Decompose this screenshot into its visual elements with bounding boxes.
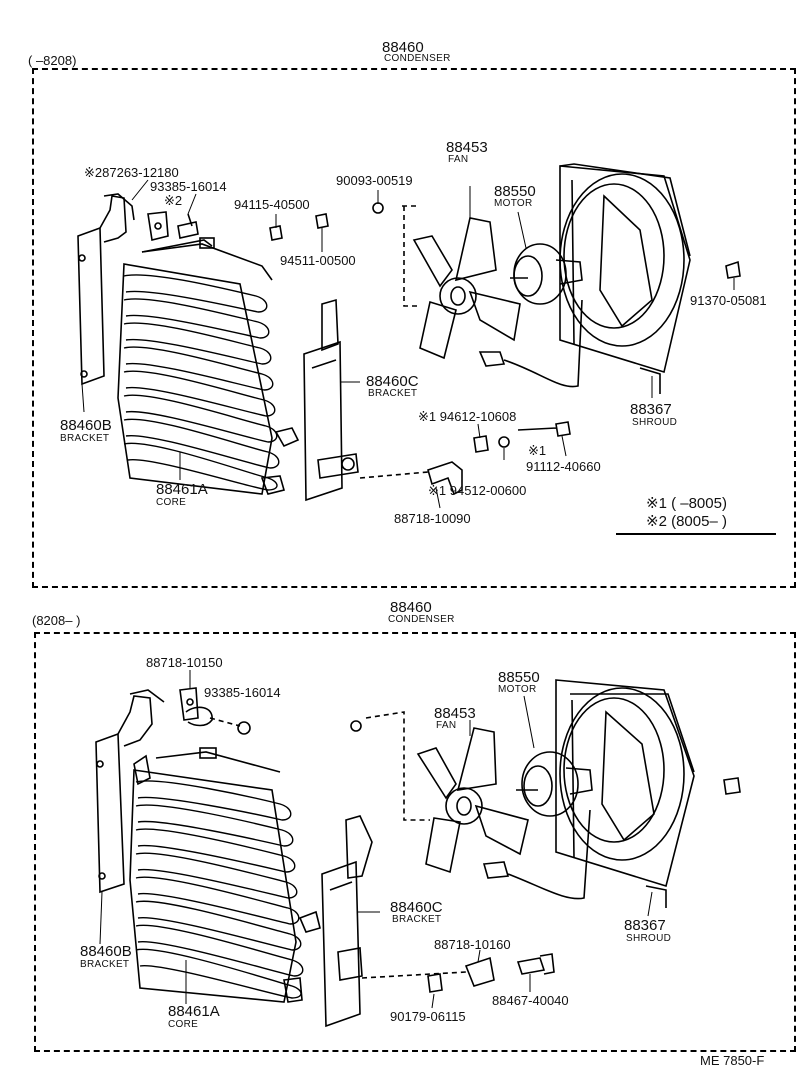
small-hardware-bottom [179,687,741,993]
section-frame-early [32,68,796,588]
part-94512-00600: ※1 94512-00600 [428,483,527,498]
part-88718-10090: 88718-10090 [394,511,471,526]
part-94612-10608: ※1 94612-10608 [418,409,517,424]
core-part-number-bottom: 88461A [168,1003,220,1020]
note-2-marker: ※2 [164,193,183,208]
bracket-b-name-top: BRACKET [60,433,110,444]
leader-lines-bottom [99,670,653,1009]
core-name-top: CORE [156,497,187,508]
fan-part-number-bottom: 88453 [434,705,476,722]
part-91370-05081: 91370-05081 [690,293,767,308]
legend-note-1: ※1 ( –8005) [646,495,727,512]
bracket-b-bottom-drawing [95,689,165,894]
fan-bottom-drawing [416,727,529,874]
note-1-marker: ※1 [528,443,547,458]
shroud-name-top: SHROUD [632,417,678,428]
part-94115-40500: 94115-40500 [234,197,310,212]
bracket-b-name-bottom: BRACKET [80,959,130,970]
bottom-diagram [95,670,741,1028]
part-88718-10150: 88718-10150 [146,655,223,670]
condenser-name-top: CONDENSER [384,53,451,64]
bracket-b-top-drawing [77,193,135,386]
part-88467-40040: 88467-40040 [492,993,569,1008]
bracket-c-part-number-top: 88460C [366,373,419,390]
bracket-c-name-top: BRACKET [368,388,418,399]
fan-name-top: FAN [448,154,469,165]
small-hardware-top [147,202,741,453]
motor-part-number-bottom: 88550 [498,669,540,686]
fan-name-bottom: FAN [436,720,457,731]
condenser-core-bottom-drawing [129,747,321,1003]
clip-top-drawing [359,461,463,496]
condenser-part-number-top: 88460 [382,39,424,56]
shroud-name-bottom: SHROUD [626,933,672,944]
top-diagram [77,163,776,535]
shroud-part-number-bottom: 88367 [624,917,666,934]
fan-top-drawing [402,205,521,360]
fan-part-number-top: 88453 [446,139,488,156]
core-part-number-top: 88461A [156,481,208,498]
part-90179-06115: 90179-06115 [390,1009,466,1024]
shroud-bottom-drawing [555,679,695,908]
bracket-c-name-bottom: BRACKET [392,914,442,925]
range-label-bottom: (8208– ) [32,613,81,628]
condenser-core-top-drawing [117,237,300,495]
part-90093-00519: 90093-00519 [336,173,413,188]
part-91112-40660: 91112-40660 [526,459,601,474]
section-frame-late [34,632,796,1052]
legend-note-2: ※2 (8005– ) [646,513,727,530]
bracket-c-top-drawing [303,298,359,502]
condenser-part-number-bottom: 88460 [390,599,432,616]
bracket-b-part-number-top: 88460B [60,417,112,434]
condenser-name-bottom: CONDENSER [388,614,455,625]
shroud-part-number-top: 88367 [630,401,672,418]
bracket-b-part-number-bottom: 88460B [80,943,132,960]
motor-name-top: MOTOR [494,198,533,209]
range-label-top: ( –8208) [28,53,77,68]
core-name-bottom: CORE [168,1019,199,1030]
part-287263-12180: ※287263-12180 [84,165,179,180]
part-94511-00500: 94511-00500 [280,253,356,268]
figure-code: ME 7850-F [700,1053,765,1068]
part-93385-16014-bottom: 93385-16014 [204,685,281,700]
motor-part-number-top: 88550 [494,183,536,200]
bracket-c-part-number-bottom: 88460C [390,899,443,916]
part-93385-16014-top: 93385-16014 [150,179,227,194]
bracket-c-bottom-drawing [321,815,373,1028]
motor-name-bottom: MOTOR [498,684,537,695]
leader-lines-top [81,179,776,535]
motor-bottom-drawing [482,751,593,900]
shroud-top-drawing [559,163,691,394]
part-88718-10160: 88718-10160 [434,937,511,952]
